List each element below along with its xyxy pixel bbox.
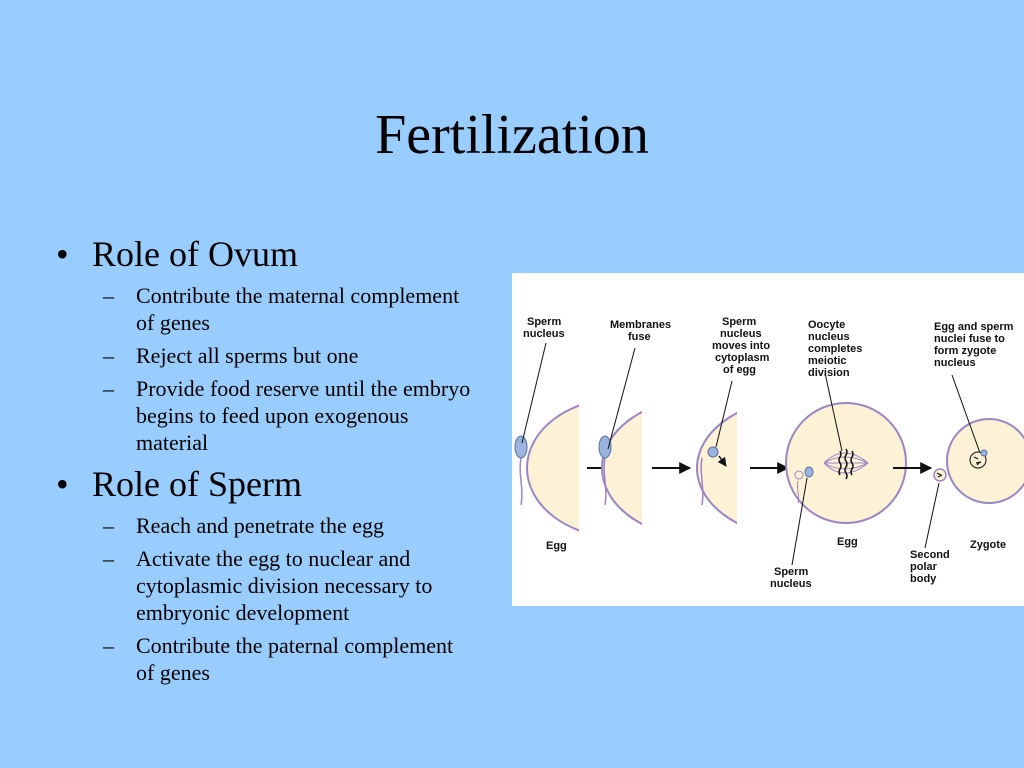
dash-marker: – bbox=[103, 283, 114, 308]
sub-item-text: Activate the egg to nuclear and cytoplas… bbox=[136, 546, 433, 625]
sub-item: –Contribute the paternal complement of g… bbox=[56, 632, 476, 686]
sperm-nucleus-4 bbox=[804, 466, 814, 478]
nucleus-move-arrow bbox=[717, 455, 727, 467]
dash-marker: – bbox=[103, 513, 114, 538]
sub-item-text: Contribute the maternal complement of ge… bbox=[136, 283, 460, 335]
section-heading-text: Role of Ovum bbox=[92, 234, 298, 274]
zygote-nucleus bbox=[969, 451, 987, 469]
sperm-tail-1 bbox=[519, 457, 523, 506]
sub-item: –Reject all sperms but one bbox=[56, 342, 476, 369]
dash-marker: – bbox=[103, 633, 114, 658]
egg-cell-2 bbox=[601, 410, 642, 526]
leader-line bbox=[791, 477, 808, 566]
section-heading-text: Role of Sperm bbox=[92, 464, 302, 504]
leader-line bbox=[951, 374, 981, 454]
label-egg-2: Egg bbox=[837, 536, 858, 548]
egg-cell-1 bbox=[526, 404, 579, 532]
sperm-tail-2 bbox=[603, 457, 607, 506]
sperm-head-2 bbox=[598, 435, 612, 459]
sperm-nucleus-3 bbox=[707, 446, 719, 458]
leader-line bbox=[924, 482, 940, 549]
leader-line bbox=[824, 372, 843, 452]
sub-item: –Activate the egg to nuclear and cytopla… bbox=[56, 545, 476, 626]
sub-item: –Contribute the maternal complement of g… bbox=[56, 282, 476, 336]
sub-item-text: Provide food reserve until the embryo be… bbox=[136, 376, 471, 455]
polar-body-small bbox=[794, 470, 804, 480]
sub-item-text: Reject all sperms but one bbox=[136, 343, 359, 368]
section-heading-sperm: • Role of Sperm bbox=[56, 462, 476, 506]
chromosomes bbox=[838, 448, 854, 480]
sperm-head-1 bbox=[514, 435, 528, 459]
label-egg-1: Egg bbox=[546, 540, 567, 552]
dash-marker: – bbox=[103, 376, 114, 401]
dash-marker: – bbox=[103, 546, 114, 571]
section-heading-ovum: • Role of Ovum bbox=[56, 232, 476, 276]
bullet-content: •Role of Ovum –Contribute the maternal c… bbox=[56, 226, 476, 686]
zygote-chromosomes bbox=[973, 456, 982, 466]
leader-line bbox=[521, 342, 547, 444]
egg-cell-3 bbox=[696, 411, 737, 525]
leader-line bbox=[607, 347, 636, 450]
sub-item: –Provide food reserve until the embryo b… bbox=[56, 375, 476, 456]
slide-title: Fertilization bbox=[375, 104, 649, 166]
dash-marker: – bbox=[103, 343, 114, 368]
sperm-tail-4 bbox=[796, 480, 800, 504]
bullet-marker: • bbox=[56, 234, 69, 274]
polar-body-chromosomes bbox=[936, 472, 943, 478]
leader-line bbox=[715, 380, 733, 448]
fusing-sperm-nucleus bbox=[980, 449, 988, 457]
sub-item-text: Contribute the paternal complement of ge… bbox=[136, 633, 454, 685]
sub-item: –Reach and penetrate the egg bbox=[56, 512, 476, 539]
sperm-tail-3 bbox=[700, 457, 704, 506]
sub-item-text: Reach and penetrate the egg bbox=[136, 513, 384, 538]
label-zygote: Zygote bbox=[970, 539, 1006, 551]
bullet-marker: • bbox=[56, 464, 69, 504]
